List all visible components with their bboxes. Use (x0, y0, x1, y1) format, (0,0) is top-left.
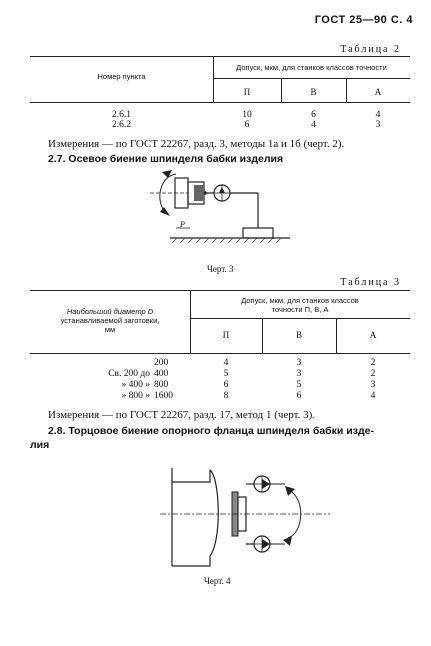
table3-cell: 4 (223, 358, 229, 368)
fig4-caption: Черт. 4 (204, 576, 231, 586)
table3-col-diameter-line: мм (104, 325, 116, 334)
table3-range-from: » 800 » (121, 391, 151, 401)
table2-cell: 3 (375, 120, 381, 130)
table3-diameter-range-col: Св. 200 до » 400 » » 800 » (40, 358, 150, 402)
table3-cell: 3 (370, 380, 376, 390)
section-2-8-title: 2.8. Торцовое биение опорного фланца шпи… (48, 425, 374, 437)
table2-item: 2.6.1 (112, 110, 131, 120)
table3-cell: 2 (370, 369, 376, 379)
table2-col-v-values: 6 4 (281, 110, 346, 130)
table3-top-rule (30, 290, 410, 291)
table3-subdivider-1 (262, 318, 263, 353)
table3-range-to: 800 (154, 380, 169, 390)
table3-range-from: » 400 » (121, 380, 151, 390)
section-2-8-title-cont: лия (30, 439, 50, 451)
table3-range-to: 1600 (154, 391, 173, 401)
table3-range-from: Св. 200 до (108, 369, 150, 379)
table3-col-v-values: 3 3 5 6 (262, 358, 336, 402)
table3-cell: 3 (296, 358, 302, 368)
table3-range-to: 200 (154, 358, 169, 368)
table3-diameter-value-col: 200 400 800 1600 (154, 358, 184, 402)
table2-col-p-values: 10 6 (213, 110, 281, 130)
table3-cell: 3 (296, 369, 302, 379)
table3-col-p-values: 4 5 6 8 (190, 358, 262, 402)
table2-item: 2.6.2 (112, 120, 131, 130)
table3-col-a-values: 2 2 3 4 (336, 358, 410, 402)
table2-col-item: Номер пункта (97, 72, 146, 81)
table3-col-tolerance: Допуск, мкм, для станков классов точност… (190, 296, 410, 314)
table3-col-tolerance-line: Допуск, мкм, для станков классов (241, 296, 359, 305)
fig3-label-p: P (180, 220, 185, 229)
section-2-7-title: 2.7. Осевое биение шпинделя бабки издели… (48, 153, 284, 165)
table3-header-rule (30, 353, 410, 354)
table3-cell: 8 (223, 391, 229, 401)
table2-col-tolerance: Допуск, мкм, для станков классов точност… (236, 63, 387, 72)
table2-cell: 10 (242, 110, 252, 120)
table2-caption: Таблица 2 (340, 44, 401, 55)
table3-class-v: В (295, 330, 302, 340)
table2-class-p: П (243, 87, 251, 97)
table2-top-rule (30, 56, 410, 57)
table3-cell: 5 (296, 380, 302, 390)
table2-subdivider-2 (346, 78, 347, 102)
table2-cell: 6 (311, 110, 316, 120)
table2-row: 2.6.1 2.6.2 (30, 110, 213, 130)
table2-subdivider-1 (281, 78, 282, 102)
table2-col-a-values: 4 3 (346, 110, 410, 130)
table3-cell: 2 (370, 358, 376, 368)
table3-col-diameter-line: Наибольший диаметр D (66, 307, 154, 316)
table2-subrule (213, 78, 410, 79)
table3-col-diameter: Наибольший диаметр D устанавливаемой заг… (30, 307, 190, 334)
table3-caption: Таблица 3 (340, 277, 401, 288)
table3-subrule (190, 318, 410, 319)
table2-cell: 4 (311, 120, 316, 130)
measurement-note-1: Измерения — по ГОСТ 22267, разд. 3, мето… (48, 138, 345, 150)
table3-cell: 4 (370, 391, 376, 401)
table3-subdivider-2 (336, 318, 337, 353)
table3-cell: 6 (223, 380, 229, 390)
table2-cell: 6 (244, 120, 250, 130)
table3-range-to: 400 (154, 369, 169, 379)
measurement-note-2: Измерения — по ГОСТ 22267, разд. 17, мет… (48, 409, 316, 421)
table2-class-a: А (374, 87, 382, 97)
table3-cell: 6 (296, 391, 302, 401)
table3-class-p: П (222, 330, 230, 340)
table3-col-tolerance-line: точности П, В, А (271, 305, 329, 314)
table3-col-diameter-line: устанавливаемой заготовки, (60, 316, 160, 325)
table2-cell: 4 (375, 110, 381, 120)
table2-class-v: В (310, 87, 317, 97)
table3-class-a: А (369, 330, 377, 340)
fig3-caption: Черт. 3 (207, 264, 234, 274)
table3-divider (190, 290, 191, 353)
table2-divider (213, 56, 214, 102)
page-header: ГОСТ 25—90 С. 4 (314, 14, 413, 26)
table2-header-rule (30, 102, 410, 103)
table3-cell: 5 (223, 369, 229, 379)
